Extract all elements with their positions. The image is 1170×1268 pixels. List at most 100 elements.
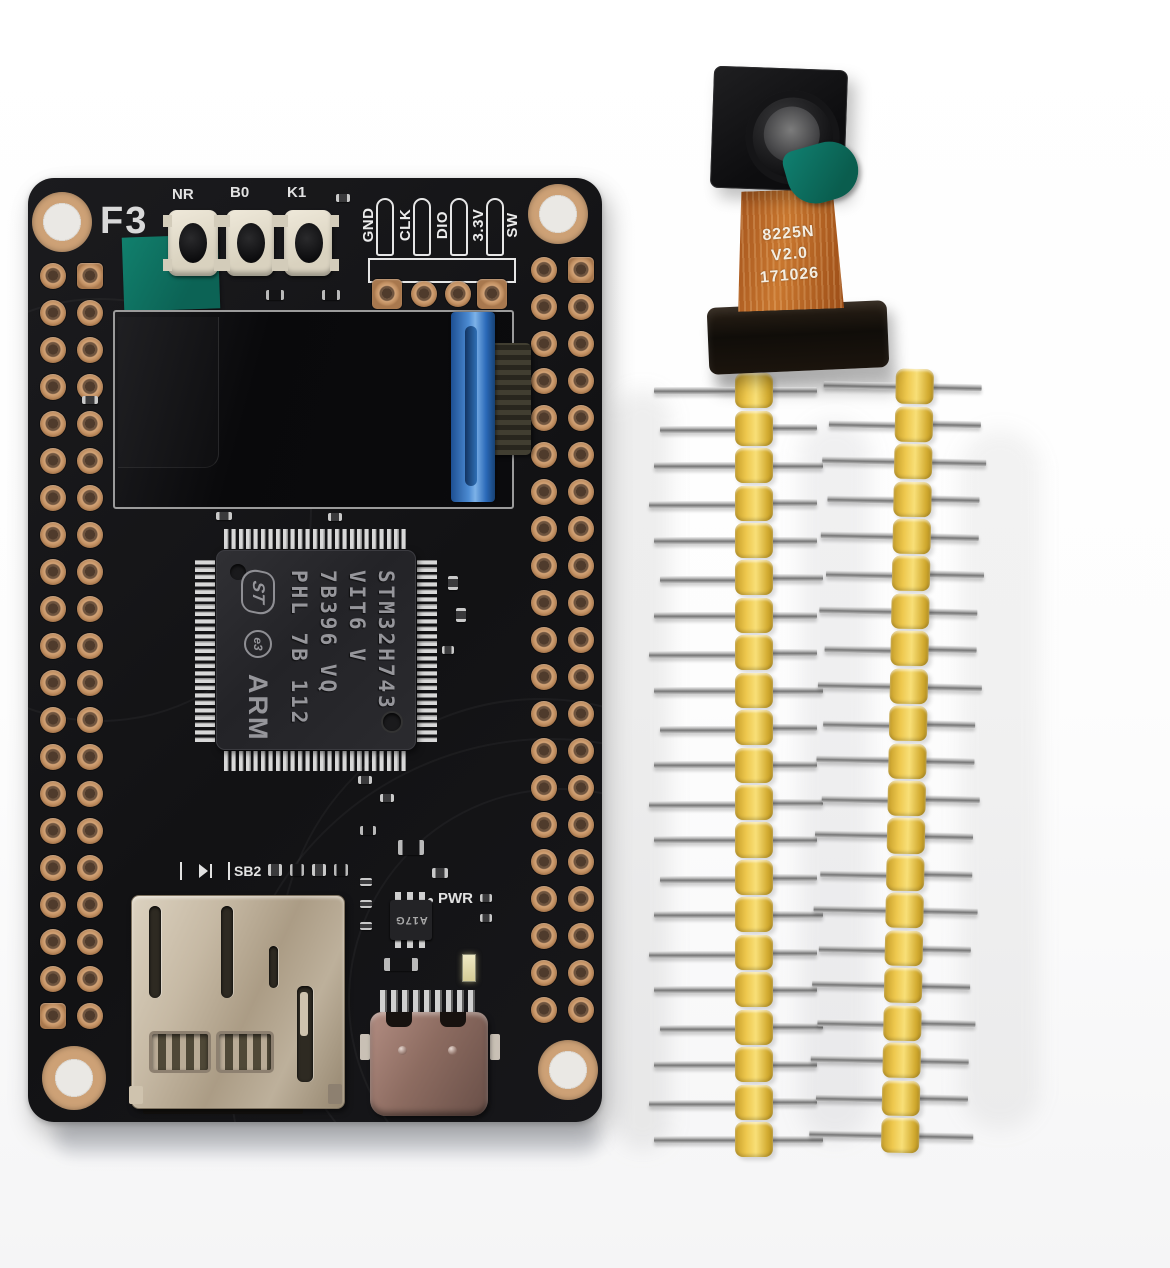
smd-component [360, 900, 372, 908]
header-pin-row [660, 1008, 823, 1045]
silkscreen-dio-label: DIO [434, 210, 451, 240]
mcu-marking-line: PHL 7B 112 [287, 570, 311, 727]
usb-peg [398, 1046, 407, 1055]
header-plastic-segment [735, 672, 773, 708]
header-plastic-segment [881, 1080, 921, 1116]
button-label-b0: B0 [230, 184, 250, 201]
header-pin [917, 1057, 969, 1066]
header-pin-row [814, 817, 974, 855]
through-hole-pad [568, 368, 594, 394]
through-hole-pad [40, 559, 66, 585]
header-pin [820, 530, 896, 540]
through-hole-pad [568, 516, 594, 542]
usb-notch [386, 1012, 412, 1027]
header-pin [770, 798, 823, 806]
header-pin [923, 757, 975, 766]
through-hole-pad [531, 331, 557, 357]
reset-button-nr[interactable] [163, 210, 218, 276]
header-plastic-segment [735, 560, 773, 596]
button-cap[interactable] [179, 223, 207, 263]
header-pin-row [654, 896, 823, 933]
usb-c-port[interactable] [370, 1012, 488, 1116]
pin-header-strip-right [809, 368, 987, 1154]
user-button-k1[interactable] [279, 210, 332, 276]
header-pin-row [823, 705, 976, 743]
button-label-k1: K1 [287, 184, 307, 201]
pin-header-strip-left [649, 372, 823, 1159]
mounting-hole-top-right [528, 184, 588, 244]
header-plastic-segment [735, 710, 773, 746]
header-plastic-segment [735, 1009, 773, 1045]
through-hole-pad [77, 818, 103, 844]
header-pin-row [817, 1004, 976, 1042]
header-pin [819, 605, 895, 615]
mounting-hole-bottom-left [42, 1046, 106, 1110]
header-pin-row [654, 971, 817, 1008]
swd-pad-dio [445, 281, 471, 307]
header-pin [919, 982, 971, 991]
silkscreen-clk-label: CLK [397, 208, 414, 242]
header-pin-row [820, 517, 979, 555]
header-pin [660, 426, 738, 434]
mcu-marking-line: 7B396 VQ [316, 570, 340, 696]
header-plastic-segment [882, 1042, 922, 1079]
header-pin [770, 461, 823, 469]
header-plastic-segment [735, 972, 773, 1008]
header-pin-row [813, 892, 978, 930]
header-pin-row [654, 746, 817, 783]
header-pin [921, 869, 973, 878]
smd-component [216, 512, 232, 520]
header-pin-row [815, 1079, 969, 1117]
header-pin [916, 1094, 969, 1103]
button-cap[interactable] [237, 223, 265, 263]
through-hole-pad [568, 886, 594, 912]
through-hole-pad [77, 411, 103, 437]
smd-component [336, 194, 350, 202]
header-pin [770, 986, 817, 993]
header-pin-row [822, 442, 987, 480]
header-pin [649, 800, 738, 808]
header-pin [810, 1055, 886, 1064]
shadow-left-header [615, 390, 670, 1150]
header-pin [660, 1025, 738, 1033]
header-pin-row [654, 1121, 823, 1158]
header-plastic-segment [885, 892, 924, 929]
through-hole-pad [77, 337, 103, 363]
through-hole-pad [568, 553, 594, 579]
boot-button-b0[interactable] [221, 210, 274, 276]
header-pin [822, 456, 898, 465]
smd-component [432, 868, 448, 878]
header-pin-row [649, 784, 823, 821]
microsd-slot[interactable] [129, 895, 345, 1109]
st-logo-icon: ST [241, 566, 275, 618]
usb-c-through-hole-pins [380, 990, 478, 1012]
header-pin [770, 1135, 823, 1143]
smd-component [328, 513, 342, 521]
header-pin [770, 611, 817, 619]
through-hole-pad [77, 522, 103, 548]
header-pin [929, 420, 981, 429]
header-pin-row [649, 484, 817, 521]
through-hole-pad [40, 300, 66, 326]
through-hole-pad [40, 818, 66, 844]
header-pin [770, 536, 817, 544]
button-cap[interactable] [295, 223, 323, 263]
through-hole-pad [40, 744, 66, 770]
header-pin-row [824, 630, 977, 668]
header-plastic-segment [890, 593, 930, 630]
header-pin [922, 795, 980, 804]
header-pin [818, 944, 888, 954]
through-hole-pad [568, 479, 594, 505]
smd-component [290, 864, 304, 876]
header-pin [649, 950, 738, 958]
smd-component [442, 646, 454, 654]
mcu-pins-bottom [224, 751, 408, 771]
display-flex-cable [451, 312, 495, 502]
through-hole-pad [40, 374, 66, 400]
smd-component [266, 290, 284, 300]
regulator-pins [395, 892, 427, 900]
header-plastic-segment [735, 373, 773, 409]
mold-dimple [383, 713, 401, 731]
header-pin [924, 682, 982, 691]
header-plastic-segment [735, 448, 773, 484]
